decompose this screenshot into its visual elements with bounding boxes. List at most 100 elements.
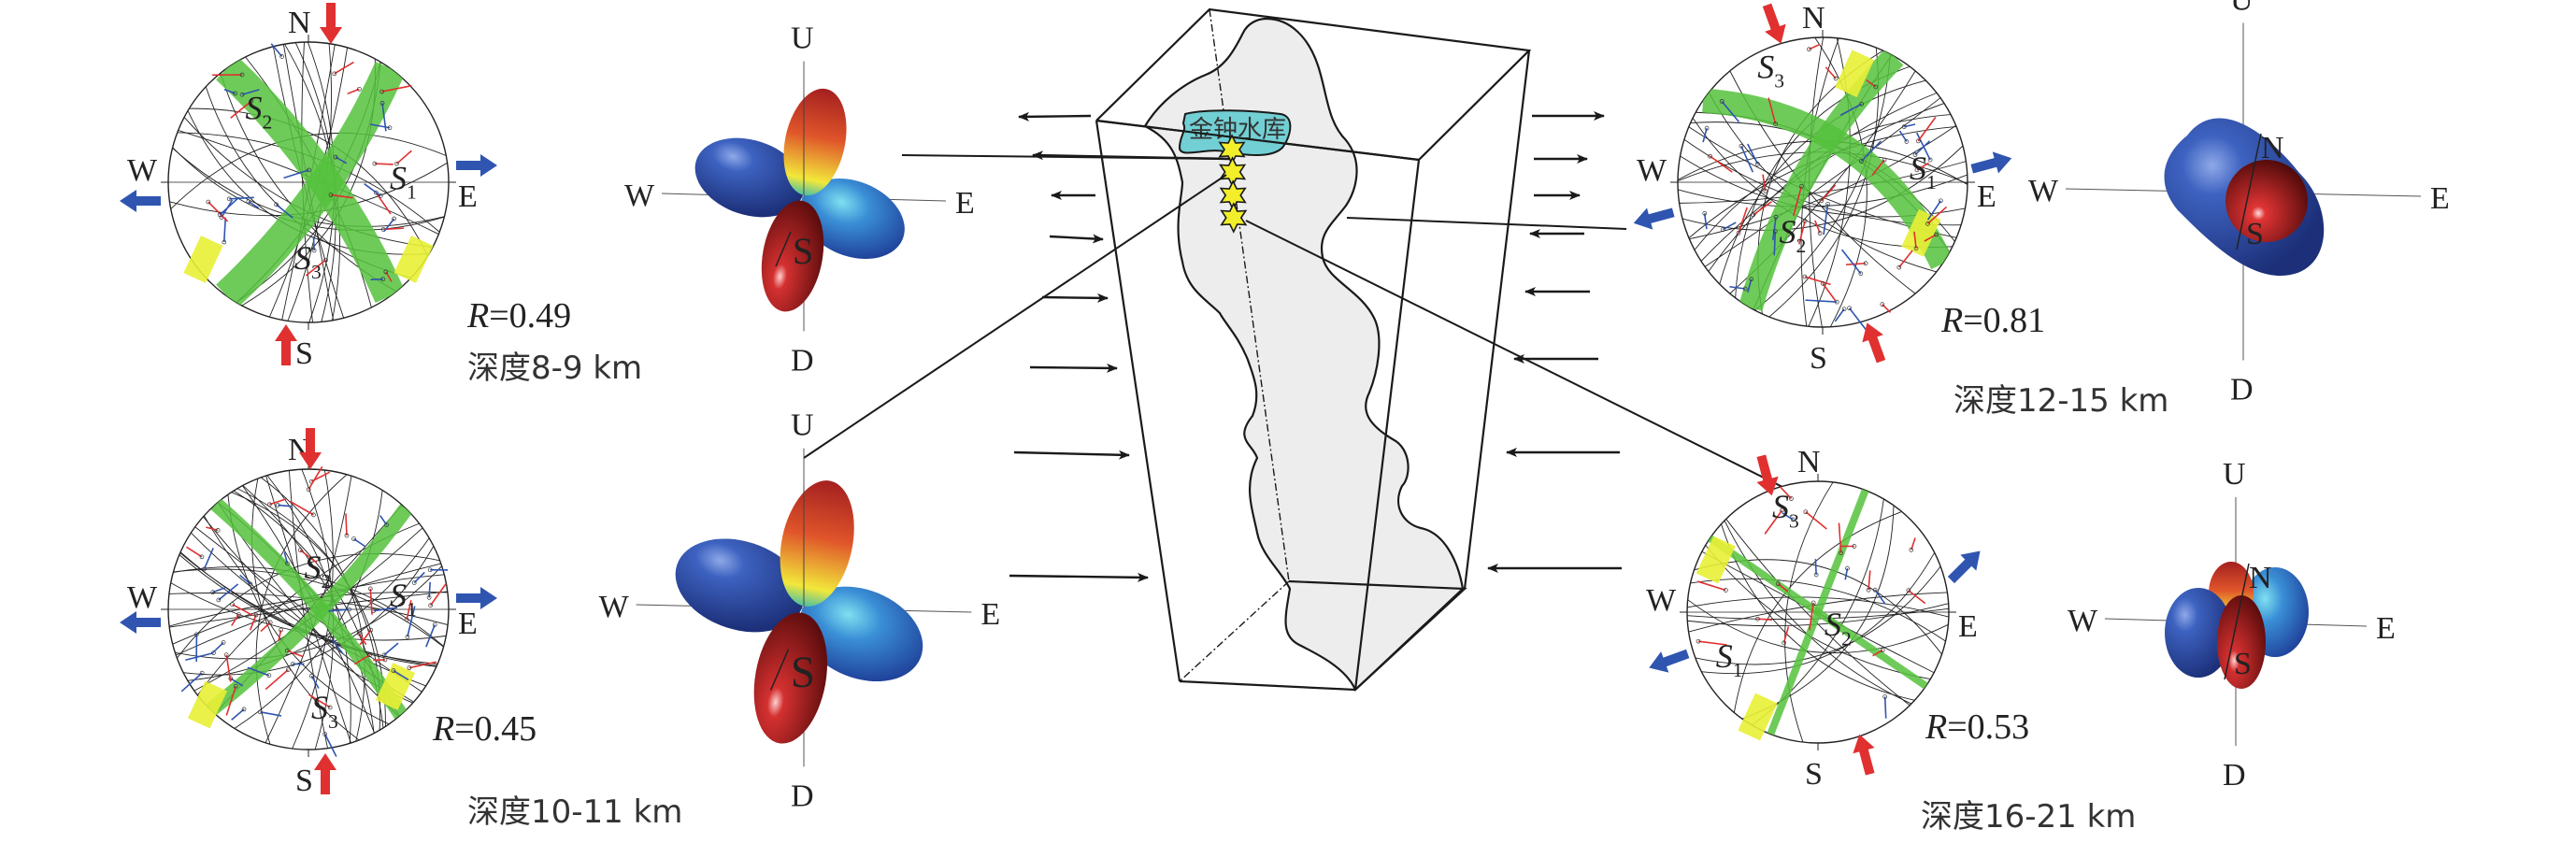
- slip-vector: [1834, 308, 1845, 322]
- depth-range-label: 深度16-21 km: [1921, 798, 2136, 836]
- slip-point: [1782, 640, 1786, 646]
- axis-up-label: U: [791, 21, 814, 56]
- slip-vector: [324, 734, 337, 757]
- slip-point: [1904, 139, 1910, 144]
- slip-vector: [1908, 590, 1926, 605]
- slip-vector: [1771, 217, 1777, 241]
- slip-vector: [381, 84, 412, 93]
- slip-vector: [1822, 282, 1837, 301]
- reservoir-shape: [1178, 109, 1292, 156]
- slip-point: [1819, 198, 1825, 204]
- confidence-patch: [1696, 536, 1736, 584]
- slip-point: [329, 636, 335, 642]
- slip-point: [1775, 581, 1781, 587]
- slip-vector: [373, 607, 398, 612]
- great-circle: [187, 537, 430, 681]
- stress-ratio-label: R=0.81: [1940, 301, 2045, 340]
- slip-point: [347, 607, 351, 612]
- great-circle: [288, 470, 329, 749]
- negative-lobe: [694, 137, 805, 218]
- slip-vector: [212, 641, 224, 653]
- compass-east: E: [458, 179, 478, 214]
- slip-vector: [1926, 206, 1948, 224]
- slip-vector: [1814, 559, 1817, 575]
- slip-vector: [229, 196, 254, 200]
- slip-vector: [1926, 200, 1942, 221]
- slip-point: [223, 652, 229, 658]
- slip-vector: [425, 624, 436, 648]
- slip-point: [1896, 264, 1902, 270]
- slip-point: [1820, 281, 1825, 286]
- slip-vector: [276, 204, 293, 219]
- slip-point: [332, 71, 337, 77]
- slip-point: [1704, 125, 1710, 131]
- slip-vector: [230, 678, 244, 687]
- compass-south: S: [1810, 341, 1827, 376]
- slip-point: [274, 202, 279, 207]
- axis-east-label: E: [955, 186, 975, 221]
- positive-lobe: [783, 88, 847, 196]
- slip-point: [1721, 227, 1725, 232]
- slip-point: [1798, 183, 1804, 189]
- slip-point: [1866, 587, 1871, 593]
- slip-vector: [1848, 307, 1869, 334]
- slip-point: [1755, 162, 1760, 166]
- slip-point: [372, 161, 378, 166]
- negative-lobe: [800, 179, 905, 259]
- slip-vector: [1764, 509, 1783, 535]
- slip-point: [1833, 76, 1839, 81]
- slip-point: [226, 196, 232, 202]
- nodal-plane-band: [210, 498, 408, 720]
- slip-vector: [208, 201, 229, 222]
- stress-arrow-east: [1049, 234, 1104, 244]
- slip-vector: [222, 217, 227, 243]
- slip-point: [1939, 198, 1943, 204]
- great-circle: [1754, 53, 1891, 311]
- confidence-patch: [1738, 693, 1778, 741]
- axis-east-label: E: [980, 597, 1000, 632]
- great-circle: [183, 546, 435, 676]
- slip-vector: [1723, 221, 1737, 231]
- slip-vector: [1697, 640, 1727, 646]
- slip-point: [267, 620, 273, 625]
- extension-axis-arrow: [1649, 649, 1690, 673]
- slip-point: [1858, 271, 1864, 277]
- slip-vector: [1814, 220, 1821, 234]
- slip-vector: [312, 236, 315, 251]
- slip-vector: [1792, 186, 1803, 217]
- slip-vector: [334, 61, 354, 75]
- negative-lobe: [2165, 588, 2232, 678]
- slip-vector: [185, 651, 214, 662]
- slip-point: [382, 657, 388, 663]
- fault-zone: [1143, 17, 1465, 692]
- great-circle: [1814, 37, 1868, 327]
- slip-point: [322, 732, 328, 736]
- extension-axis-arrow: [120, 611, 161, 634]
- slip-point: [1790, 517, 1796, 522]
- slip-vector: [1740, 146, 1754, 173]
- slip-point: [194, 632, 199, 637]
- negative-lobe: [675, 538, 805, 633]
- slip-point: [1841, 307, 1847, 312]
- ns-axis: [775, 231, 792, 267]
- slip-point: [311, 512, 316, 518]
- slip-point: [1901, 124, 1907, 129]
- slip-point: [230, 602, 235, 607]
- great-circle: [1708, 92, 1937, 273]
- depth-range-label: 深度10-11 km: [467, 793, 682, 831]
- slip-vector: [407, 606, 416, 637]
- slip-vector: [428, 581, 431, 598]
- compression-axis-arrow: [299, 428, 322, 469]
- great-circle: [272, 46, 345, 319]
- slip-vector: [369, 123, 391, 129]
- slip-vector: [430, 583, 447, 607]
- slip-vector: [1838, 522, 1842, 553]
- compression-axis-arrow: [1756, 454, 1779, 496]
- slip-point: [411, 580, 417, 585]
- slip-vector: [1805, 299, 1838, 303]
- slip-point: [202, 566, 207, 572]
- ns-axis: [2224, 563, 2250, 680]
- depth-range-label: 深度12-15 km: [1953, 382, 2168, 420]
